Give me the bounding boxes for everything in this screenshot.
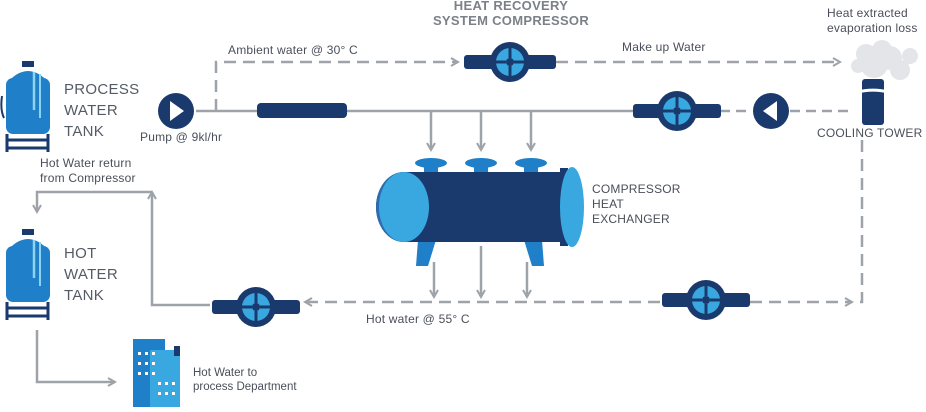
hot-return-label: Hot Water return from Compressor (40, 156, 136, 185)
pump-icon (158, 93, 194, 129)
ambient-water-label: Ambient water @ 30° C (228, 43, 358, 57)
valve-icon (633, 91, 721, 131)
compressor-hx-label: COMPRESSOR HEAT EXCHANGER (592, 182, 681, 226)
pump-label: Pump @ 9kl/hr (140, 130, 223, 144)
valve-icon (464, 42, 556, 82)
hot-to-process-label: Hot Water to process Department (193, 367, 297, 393)
hrs-compressor-label: HEAT RECOVERY SYSTEM COMPRESSOR (432, 0, 590, 28)
cooling-tower-icon (857, 79, 889, 125)
hot-return-top-pipe (37, 190, 152, 212)
pump-icon (753, 93, 789, 129)
hot-return-pipe (152, 192, 210, 307)
heat-exchanger-icon (376, 158, 584, 266)
inline-filter (257, 103, 347, 118)
cooling-tower-label: COOLING TOWER (817, 126, 923, 140)
process-tank-label: PROCESS WATER TANK (64, 81, 140, 140)
hot-to-process-pipe (35, 330, 115, 382)
ambient-water-pipe (214, 62, 458, 111)
valve-icon (212, 287, 300, 327)
steam-cloud-icon (851, 40, 918, 80)
water-tank-icon (0, 61, 50, 152)
valve-icon (662, 280, 750, 320)
hot-water-tank (5, 229, 50, 320)
heat-extracted-label: Heat extracted evaporation loss (827, 6, 918, 35)
water-tank-icon (5, 229, 50, 320)
hot-tank-label: HOT WATER TANK (64, 245, 118, 304)
process-water-tank (0, 61, 50, 152)
building-icon (133, 339, 180, 407)
makeup-water-label: Make up Water (622, 40, 706, 54)
pipes (35, 62, 864, 382)
hot-water-55-label: Hot water @ 55° C (366, 312, 470, 326)
cooling-tower-down-pipe (856, 140, 864, 304)
